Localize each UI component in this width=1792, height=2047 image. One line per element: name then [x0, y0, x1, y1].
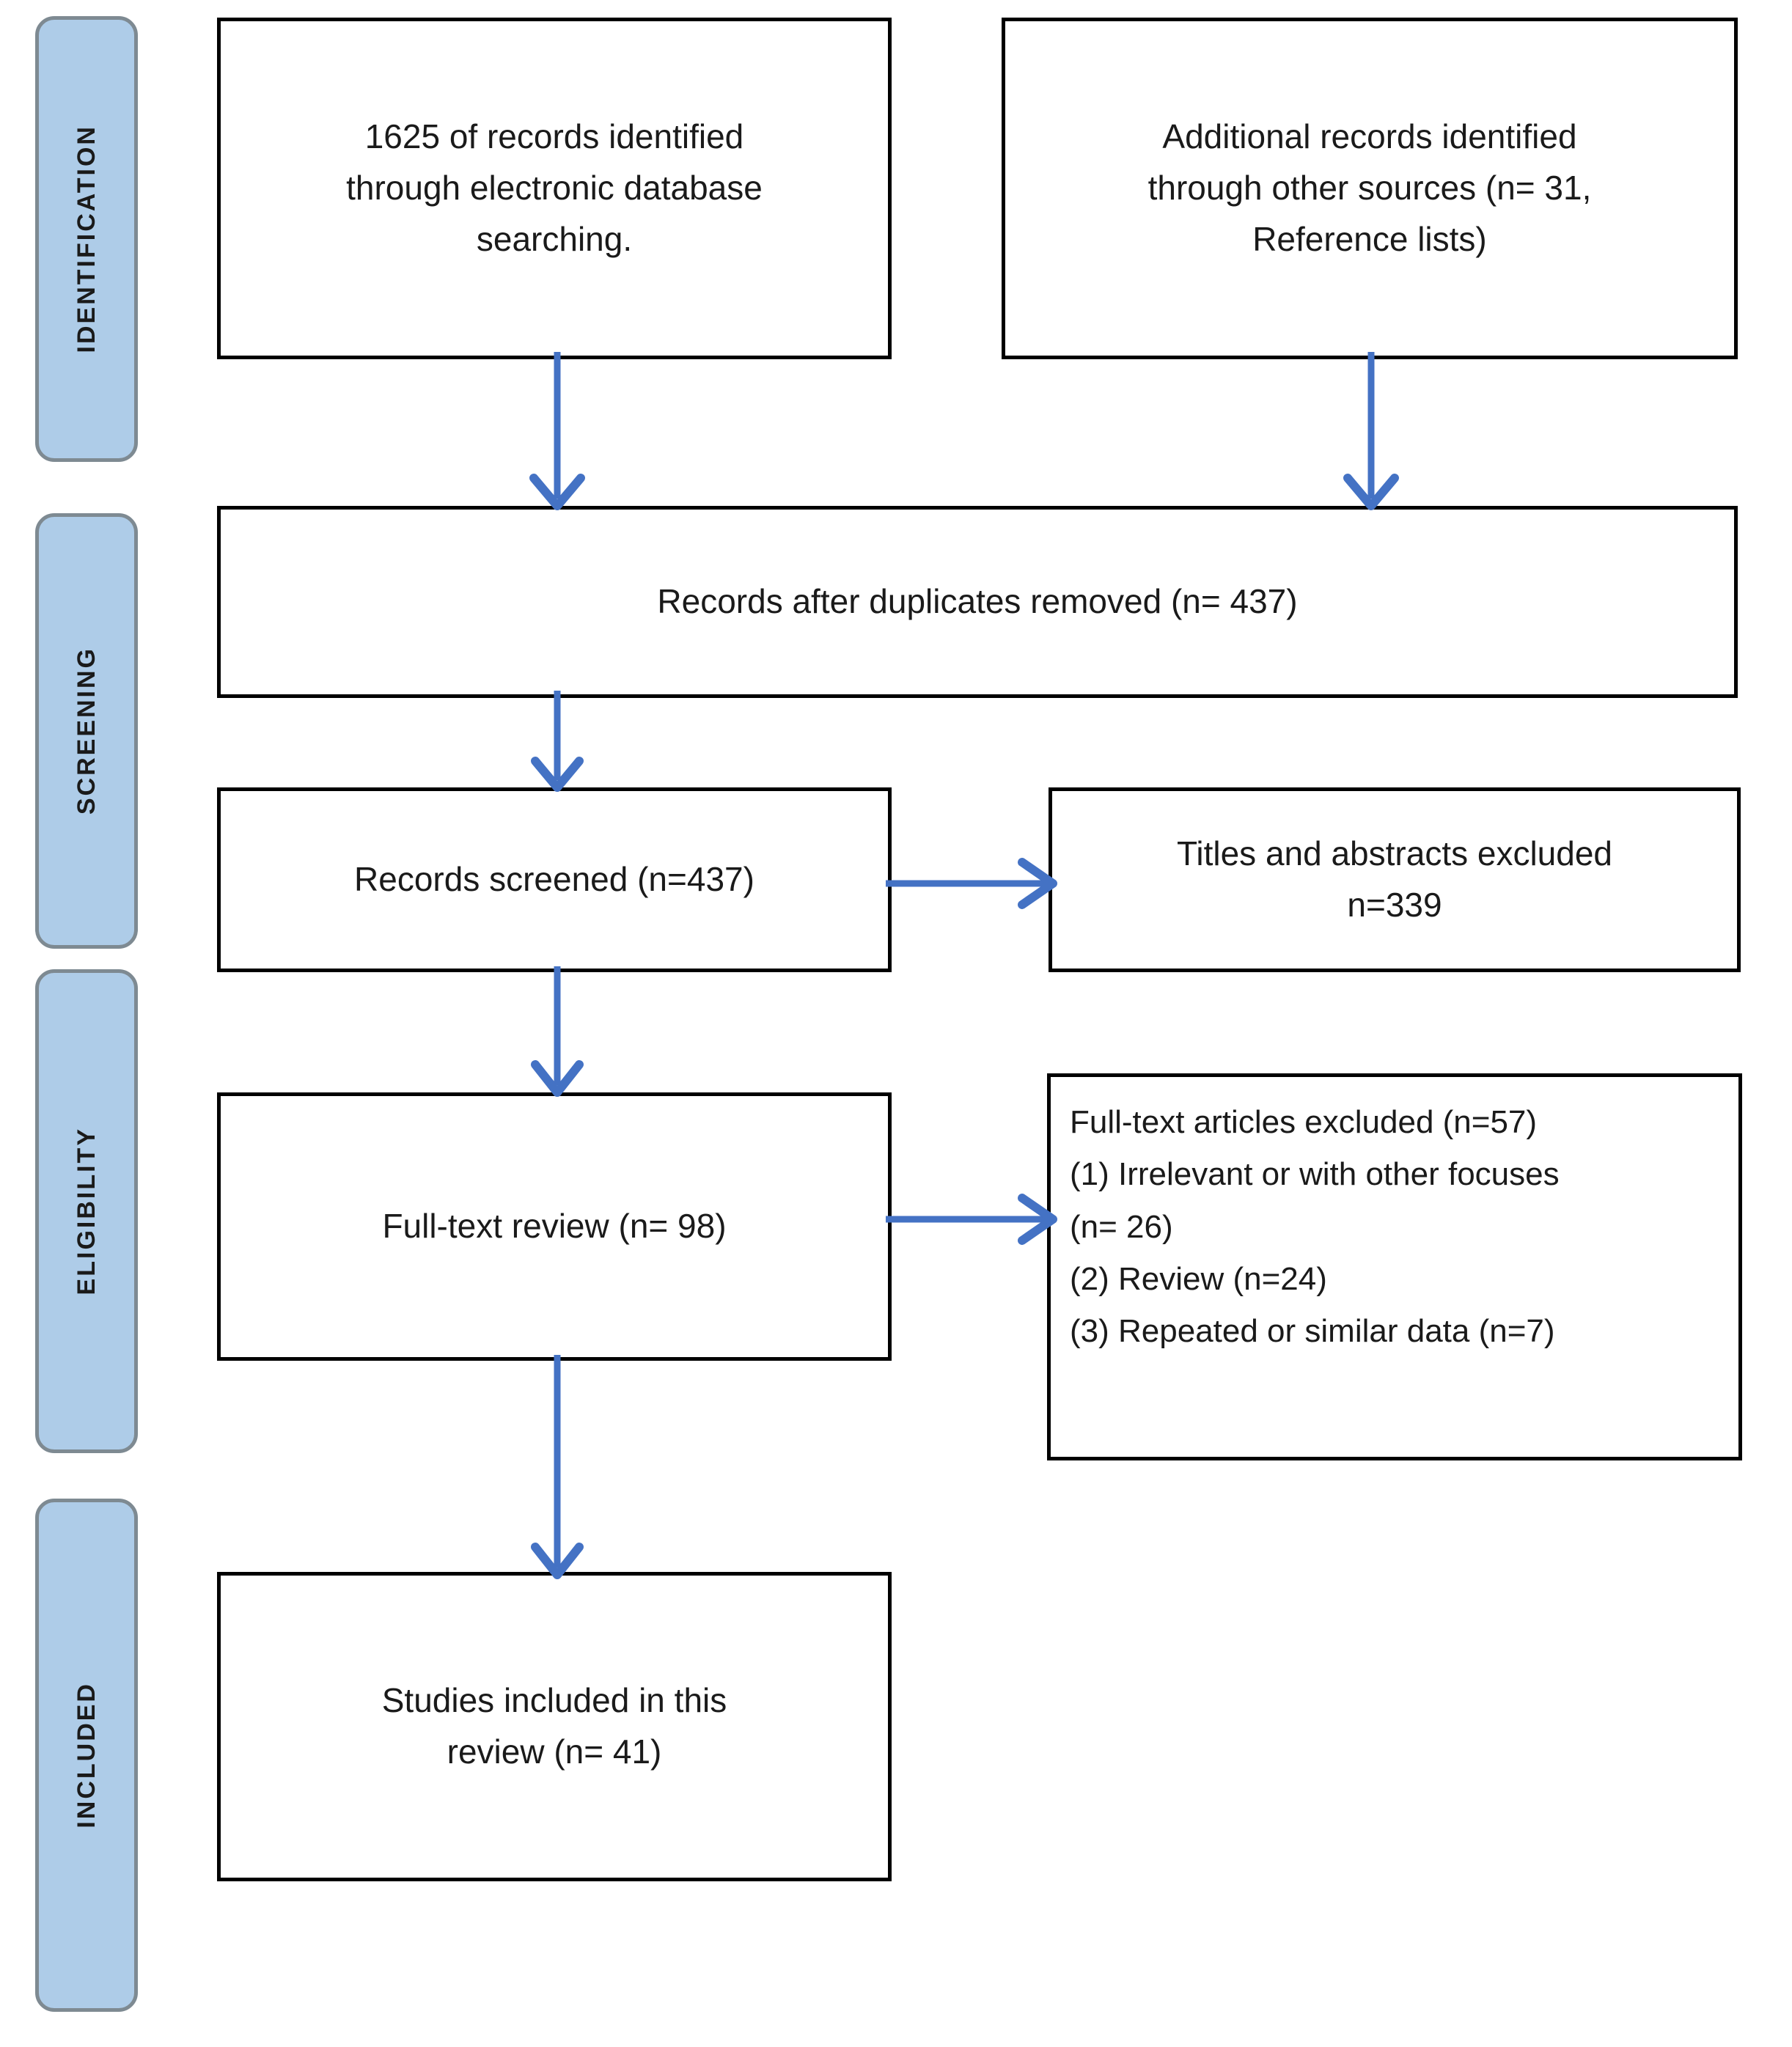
stage-tab-included: INCLUDED: [35, 1499, 138, 2012]
box-titles-abstracts-excluded: Titles and abstracts excluded n=339: [1049, 787, 1741, 972]
box-studies-included-text: Studies included in this review (n= 41): [381, 1681, 727, 1771]
arrow-full-text-review-to-excluded: [886, 1194, 1057, 1245]
box-records-identified-other: Additional records identified through ot…: [1002, 18, 1738, 359]
stage-label-included: INCLUDED: [72, 1682, 100, 1829]
stage-label-eligibility: ELIGIBILITY: [72, 1127, 100, 1296]
arrow-screened-to-full-text-review: [531, 966, 584, 1097]
box-records-identified-database: 1625 of records identified through elect…: [217, 18, 892, 359]
box-records-screened-text: Records screened (n=437): [354, 860, 754, 899]
box-records-identified-database-text: 1625 of records identified through elect…: [346, 117, 763, 258]
box-full-text-excluded-text: Full-text articles excluded (n=57) (1) I…: [1070, 1104, 1560, 1350]
box-studies-included: Studies included in this review (n= 41): [217, 1572, 892, 1881]
arrow-db-to-duplicates: [529, 352, 585, 510]
arrow-full-text-review-to-included: [531, 1355, 584, 1579]
stage-label-identification: IDENTIFICATION: [72, 125, 100, 353]
stage-tab-eligibility: ELIGIBILITY: [35, 969, 138, 1453]
stage-tab-identification: IDENTIFICATION: [35, 16, 138, 462]
arrow-other-to-duplicates: [1343, 352, 1399, 510]
stage-label-screening: SCREENING: [72, 647, 100, 815]
arrow-duplicates-to-screened: [531, 691, 584, 792]
box-duplicates-removed-text: Records after duplicates removed (n= 437…: [657, 582, 1298, 621]
box-full-text-review-text: Full-text review (n= 98): [382, 1207, 727, 1246]
box-records-screened: Records screened (n=437): [217, 787, 892, 972]
arrow-screened-to-titles-excluded: [886, 858, 1057, 909]
box-titles-abstracts-excluded-text: Titles and abstracts excluded n=339: [1176, 834, 1613, 924]
stage-tab-screening: SCREENING: [35, 513, 138, 949]
box-records-identified-other-text: Additional records identified through ot…: [1147, 117, 1592, 258]
box-duplicates-removed: Records after duplicates removed (n= 437…: [217, 506, 1738, 698]
box-full-text-excluded: Full-text articles excluded (n=57) (1) I…: [1047, 1073, 1742, 1460]
box-full-text-review: Full-text review (n= 98): [217, 1092, 892, 1361]
